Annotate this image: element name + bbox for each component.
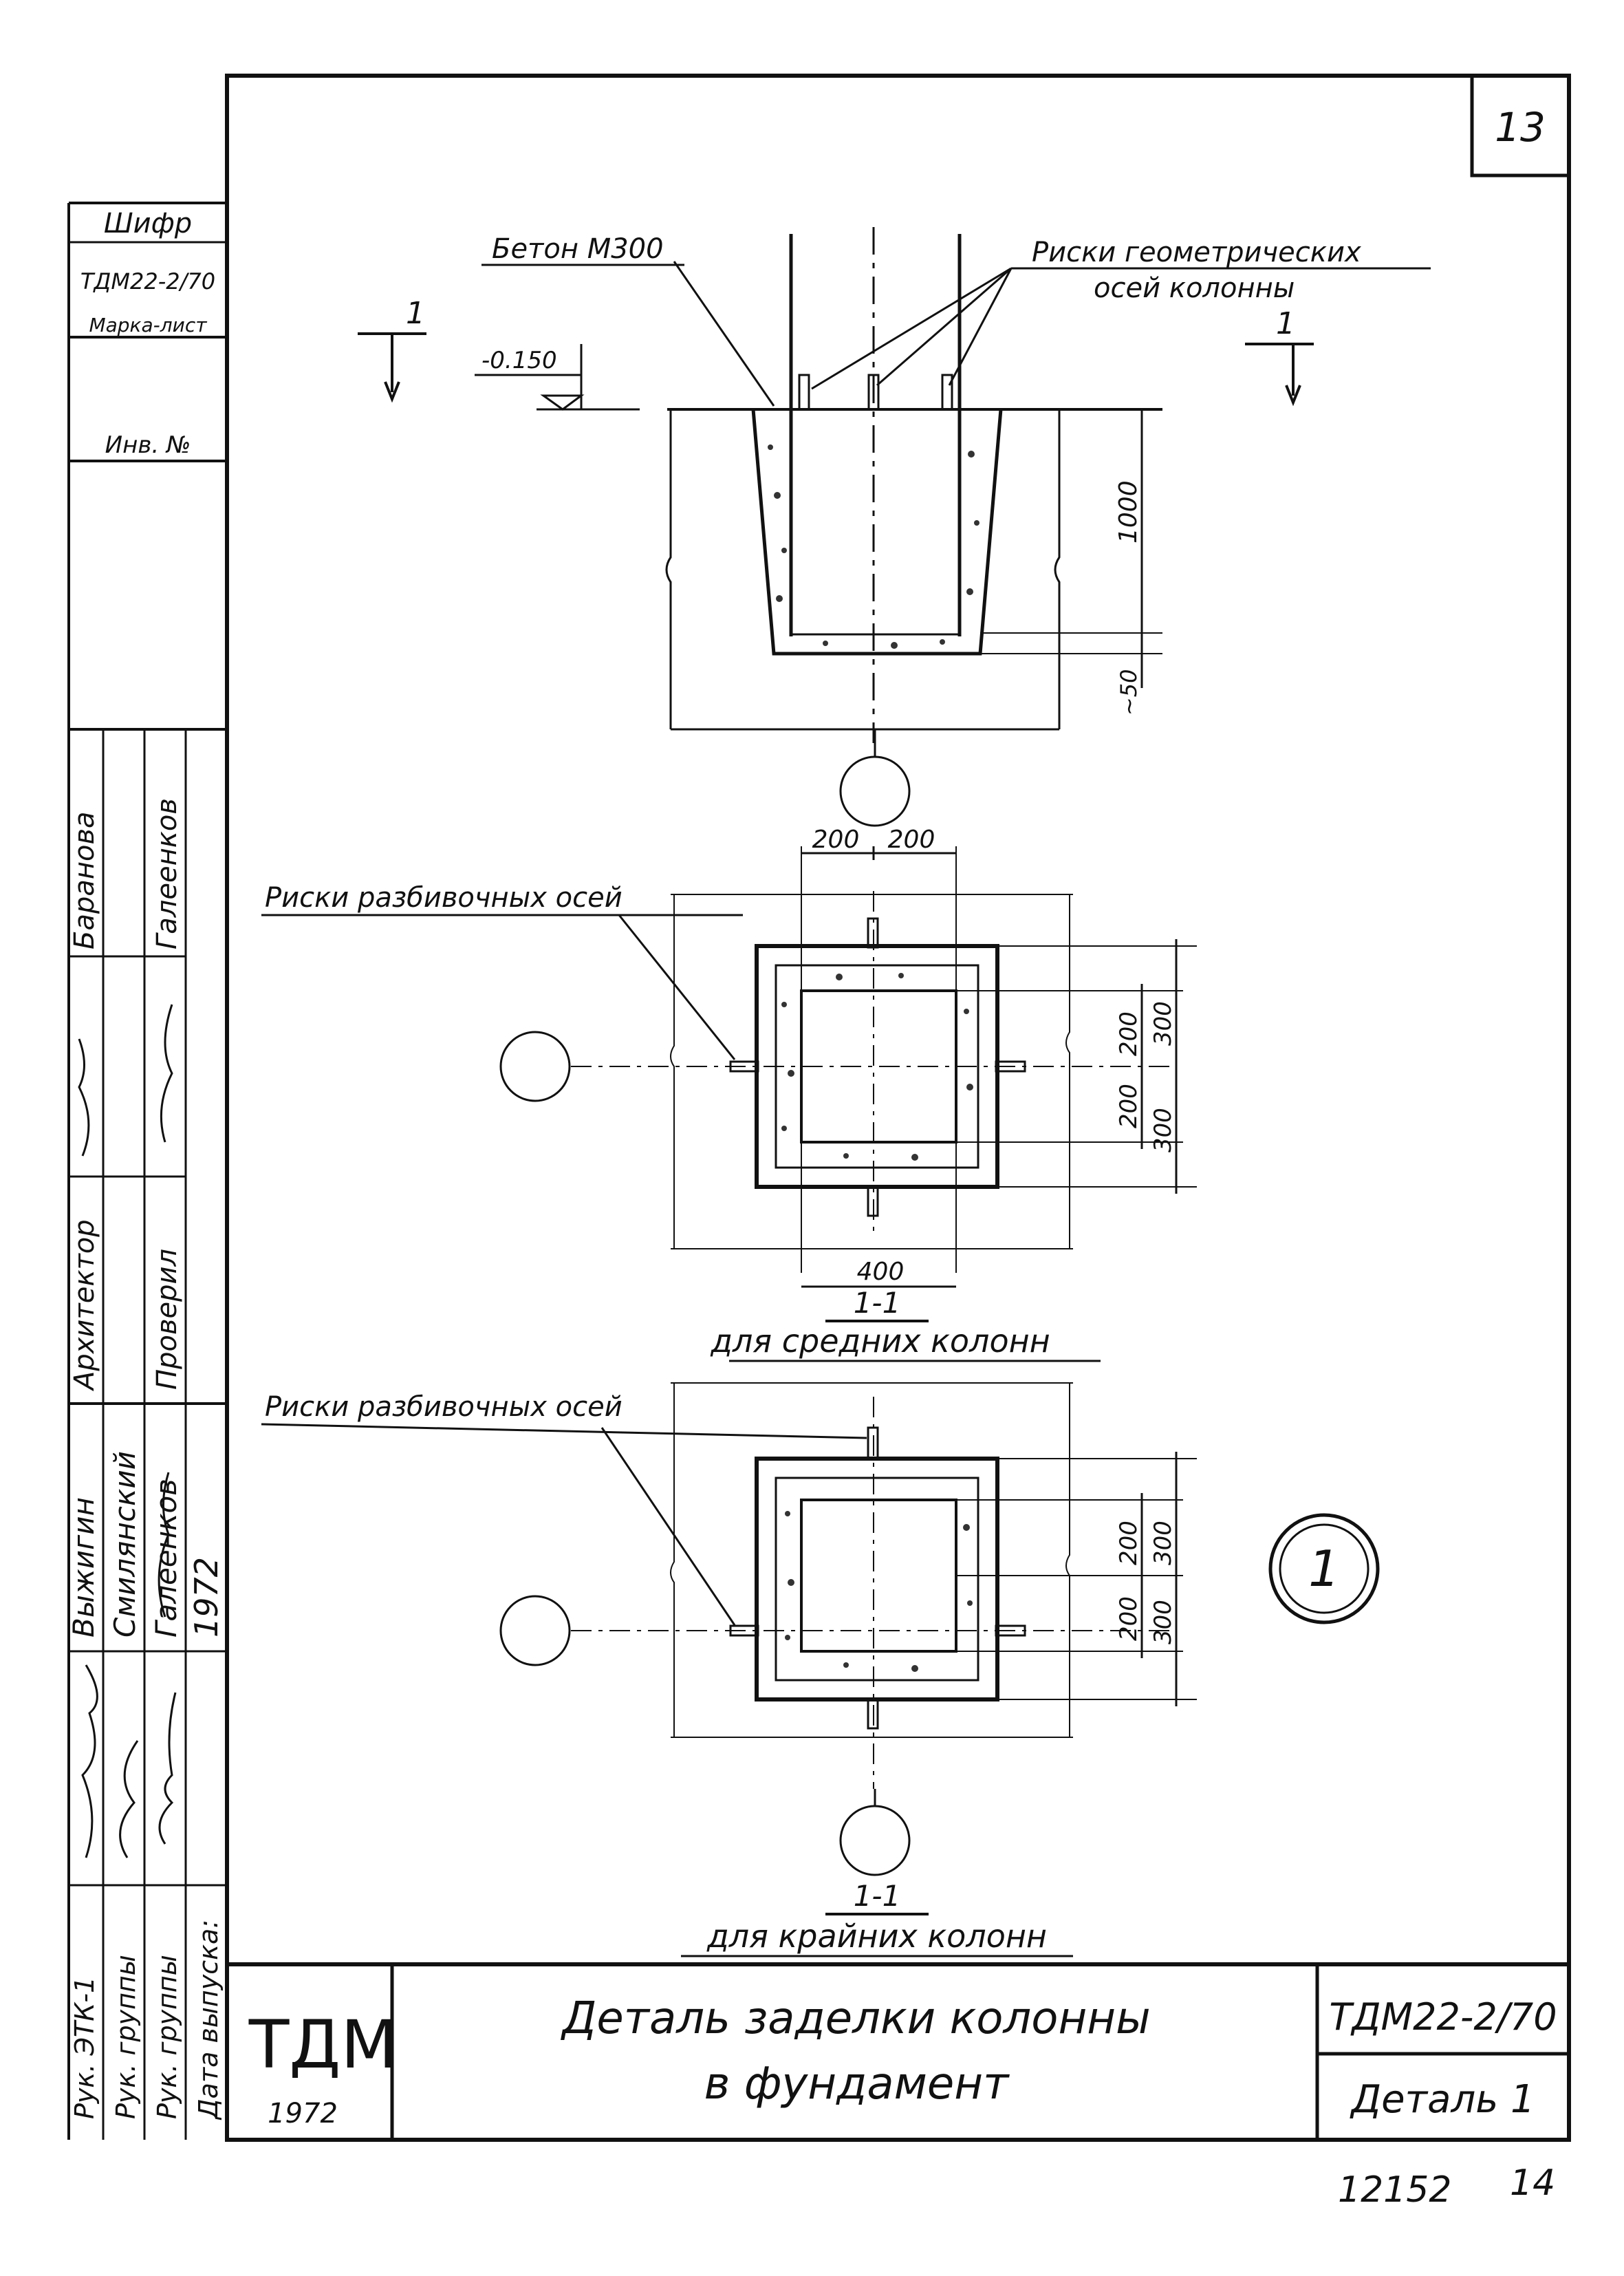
dim-right-inner-bottom: 200 [1115,1084,1143,1128]
axis-bubble-middle-left [499,1031,571,1102]
detail-marker-inner [1279,1523,1369,1614]
dim-right-inner-top: 200 [1115,1011,1143,1056]
title-block-code: ТДМ22-2/70 [1329,1995,1557,2039]
release-date-label: Дата выпуска: [193,1920,224,2121]
plan-middle-caption: для средних колонн [710,1322,1050,1360]
name-galeenkov-2: Галеенков [151,798,183,949]
plan-middle-section-label: 1-1 [854,1286,901,1320]
dim-top-left: 200 [812,826,860,854]
dim-bottom: 400 [857,1258,905,1286]
dim-right-outer-top: 300 [1149,1001,1177,1046]
plan-edge-caption: для крайних колонн [706,1918,1047,1955]
plan-edge-columns [261,1382,1197,1789]
plan-middle-columns [261,846,1197,1288]
signatures [78,1004,177,1858]
edge-dim-outer-top: 300 [1149,1521,1177,1565]
cut-mark-right: 1 [1276,306,1295,341]
code-value: ТДМ22-2/70 [80,268,215,294]
section-view [358,227,1431,743]
edge-dim-outer-bottom: 300 [1149,1600,1177,1644]
edge-dim-inner-top: 200 [1115,1521,1143,1565]
depth-dimension: 1000 [1114,480,1143,544]
code-label: Шифр [104,208,192,239]
sheet-number: 13 [1495,104,1546,151]
name-galeenkov: Галеенков [149,1479,183,1638]
inventory-label: Инв. № [105,431,191,459]
plan-middle-marks-label: Риски разбивочных осей [265,882,622,914]
mark-label: Марка-лист [89,314,207,336]
sidebar-stamp [67,202,227,2140]
name-smilyansky: Смилянский [108,1451,142,1638]
detail-marker-outer [1268,1513,1380,1624]
role-group-2: Рук. группы [152,1955,182,2119]
axis-bubble-bottom [839,1805,911,1876]
cut-mark-left: 1 [406,296,425,331]
axis-marks-label-2: осей колонны [1094,272,1295,304]
title-block-sheet-name: Деталь 1 [1349,2077,1535,2122]
name-baranova: Баранова [69,811,100,949]
dim-right-outer-bottom: 300 [1149,1108,1177,1152]
release-year: 1972 [188,1557,225,1638]
concrete-label: Бетон М300 [492,233,664,265]
gap-dimension: ~50 [1116,669,1142,716]
level-mark: -0.150 [481,347,557,374]
drawing-title-line1: Деталь заделки колонны [560,1993,1150,2044]
edge-dim-inner-bottom: 200 [1115,1596,1143,1641]
axis-bubble-top [839,755,911,827]
page-number: 14 [1510,2162,1555,2204]
axis-bubble-edge-left [499,1595,571,1666]
role-architect: Архитектор [69,1219,100,1392]
detail-number: 1 [1308,1540,1340,1598]
role-checked: Проверил [151,1249,183,1390]
axis-marks-label-1: Риски геометрических [1032,237,1361,268]
title-block-logo: ТДМ [248,2006,398,2083]
plan-edge-section-label: 1-1 [854,1879,901,1913]
title-block-year: 1972 [268,2098,338,2129]
plan-edge-marks-label: Риски разбивочных осей [265,1391,622,1423]
name-vyzhigin: Выжигин [67,1497,100,1638]
archive-number: 12152 [1338,2169,1451,2211]
sheet-frame [225,74,1571,2142]
role-head: Рук. ЭТК-1 [69,1977,100,2119]
dim-top-right: 200 [888,826,935,854]
role-group-1: Рук. группы [111,1955,141,2119]
drawing-title-line2: в фундамент [704,2059,1010,2109]
